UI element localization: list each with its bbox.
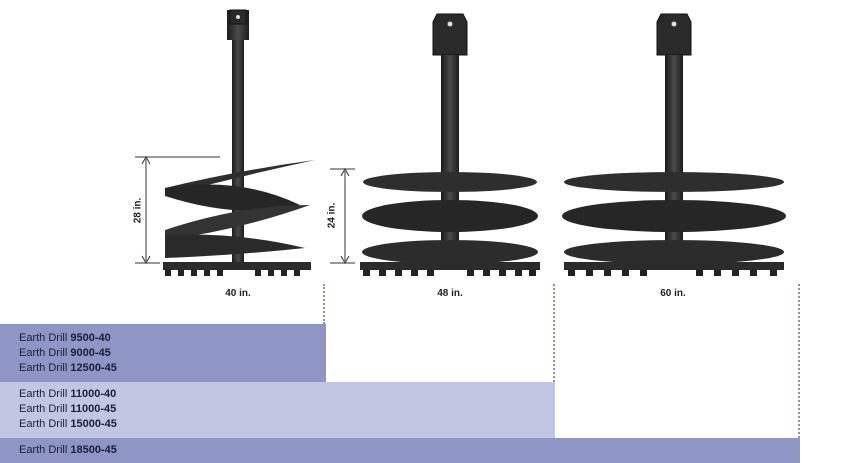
model-row: Earth Drill 11000-40 <box>19 388 117 400</box>
compatibility-band-48: Earth Drill 11000-40 Earth Drill 11000-4… <box>0 382 555 438</box>
model-row: Earth Drill 9000-45 <box>19 347 111 359</box>
width-label-40: 40 in. <box>225 288 251 299</box>
compatibility-band-60: Earth Drill 18500-45 <box>0 438 800 463</box>
model-row: Earth Drill 9500-40 <box>19 332 111 344</box>
height-dimension-24 <box>330 167 355 265</box>
model-row: Earth Drill 18500-45 <box>19 444 117 456</box>
auger-48-image <box>355 0 545 280</box>
height-label-24: 24 in. <box>326 202 338 229</box>
auger-40-image <box>160 0 320 280</box>
compatibility-band-40: Earth Drill 9500-40 Earth Drill 9000-45 … <box>0 324 326 382</box>
divider-60 <box>798 284 800 438</box>
height-label-28: 28 in. <box>132 197 144 224</box>
divider-40 <box>323 284 325 324</box>
divider-48 <box>553 284 555 438</box>
model-row: Earth Drill 15000-45 <box>19 418 117 430</box>
width-label-48: 48 in. <box>437 288 463 299</box>
height-dimension-28 <box>135 155 220 265</box>
auger-60-image <box>560 0 790 280</box>
width-label-60: 60 in. <box>660 288 686 299</box>
model-row: Earth Drill 12500-45 <box>19 362 117 374</box>
model-row: Earth Drill 11000-45 <box>19 403 117 415</box>
